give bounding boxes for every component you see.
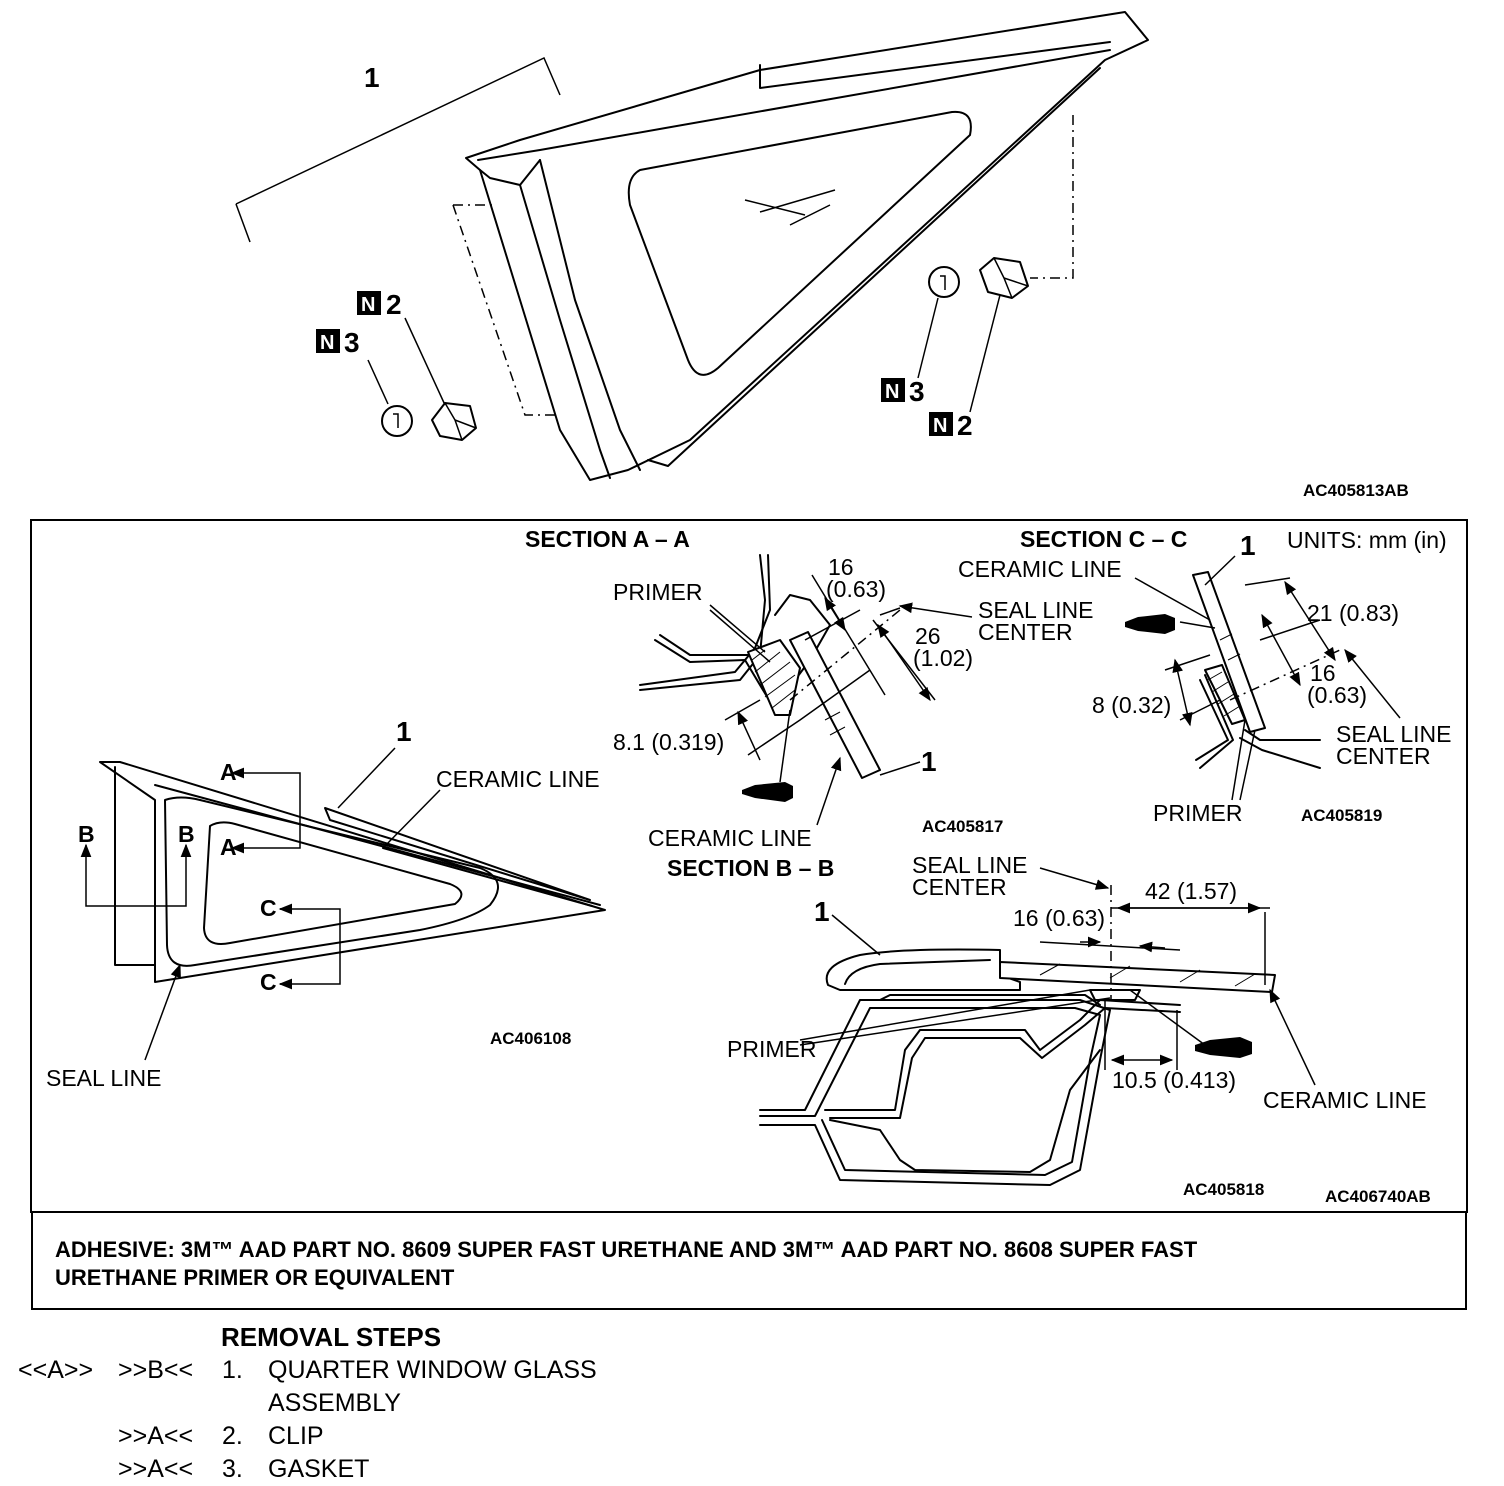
gasket-right-label: 3 bbox=[909, 376, 925, 407]
overview-diagram: 1 CERAMIC LINE SEAL LINE A A B B C C AC4… bbox=[46, 716, 606, 1091]
adhesive-note-box: ADHESIVE: 3M™ AAD PART NO. 8609 SUPER FA… bbox=[31, 1212, 1467, 1310]
section-b-seal-line-center-2: CENTER bbox=[912, 874, 1007, 900]
list-item: >>A<< 2. CLIP bbox=[0, 1422, 800, 1456]
list-item: ASSEMBLY bbox=[0, 1389, 800, 1423]
gasket-left-label: 3 bbox=[344, 327, 360, 358]
section-mark-b-left: B bbox=[78, 821, 95, 847]
section-a-dim-16: 16 bbox=[828, 554, 854, 580]
svg-text:N: N bbox=[933, 415, 947, 437]
step-text: CLIP bbox=[268, 1422, 324, 1450]
step-number: 3. bbox=[222, 1455, 243, 1483]
svg-text:N: N bbox=[320, 332, 334, 354]
section-c-seal-line-center: SEAL LINE bbox=[1336, 721, 1451, 747]
overview-ceramic-line-label: CERAMIC LINE bbox=[436, 766, 600, 792]
section-c-dim-21: 21 (0.83) bbox=[1307, 600, 1399, 626]
step-text: QUARTER WINDOW GLASS bbox=[268, 1356, 597, 1384]
clip-right-label: 2 bbox=[957, 410, 973, 441]
section-a-a: SECTION A – A PRIMER 16 (0.63) SEAL LINE… bbox=[525, 526, 1093, 851]
clip-left-label: 2 bbox=[386, 289, 402, 320]
list-item: <<A>> >>B<< 1. QUARTER WINDOW GLASS bbox=[0, 1356, 800, 1390]
section-b-b: SECTION B – B SEAL LINE CENTER 42 (1.5 bbox=[667, 852, 1427, 1199]
removal-steps: REMOVAL STEPS <<A>> >>B<< 1. QUARTER WIN… bbox=[0, 1322, 800, 1483]
section-b-callout-1: 1 bbox=[814, 896, 830, 927]
clip-left-leader bbox=[452, 204, 560, 416]
section-b-ceramic-line-label: CERAMIC LINE bbox=[1263, 1087, 1427, 1113]
procedure-ref: >>A<< bbox=[118, 1422, 194, 1450]
glass-pane bbox=[627, 110, 972, 376]
section-c-c: SECTION C – C 1 CERAMIC LINE 21 (0.83) 1… bbox=[958, 526, 1451, 826]
svg-text:N: N bbox=[361, 294, 375, 316]
adhesive-cartridge-icon bbox=[742, 782, 793, 802]
section-b-primer-label: PRIMER bbox=[727, 1036, 816, 1062]
section-b-dim-42: 42 (1.57) bbox=[1145, 878, 1237, 904]
gasket-left-icon bbox=[381, 405, 413, 437]
section-c-dim-8: 8 (0.32) bbox=[1092, 692, 1171, 718]
section-a-dim-26: 26 bbox=[915, 623, 941, 649]
leader-1 bbox=[235, 56, 561, 205]
section-c-ceramic-line-label: CERAMIC LINE bbox=[958, 556, 1122, 582]
list-item: >>A<< 3. GASKET bbox=[0, 1455, 800, 1486]
svg-text:N: N bbox=[885, 381, 899, 403]
section-a-callout-1: 1 bbox=[921, 746, 937, 777]
removal-steps-title: REMOVAL STEPS bbox=[221, 1322, 442, 1352]
section-b-dim-10-5: 10.5 (0.413) bbox=[1112, 1067, 1236, 1093]
adhesive-cartridge-icon bbox=[1125, 614, 1175, 634]
procedure-ref: >>A<< bbox=[118, 1455, 194, 1483]
section-a-dim-8-1: 8.1 (0.319) bbox=[613, 729, 724, 755]
new-part-badge bbox=[357, 291, 381, 315]
step-text: GASKET bbox=[268, 1455, 370, 1483]
section-mark-a-top: A bbox=[220, 759, 237, 785]
section-a-dim-26-in: (1.02) bbox=[913, 645, 973, 671]
section-b-dim-16: 16 (0.63) bbox=[1013, 905, 1105, 931]
gasket-right-icon bbox=[928, 266, 960, 298]
new-part-badge bbox=[316, 329, 340, 353]
procedure-ref: >>B<< bbox=[118, 1356, 194, 1384]
adhesive-cartridge-icon bbox=[1195, 1037, 1252, 1058]
section-a-primer-label: PRIMER bbox=[613, 579, 702, 605]
step-text: ASSEMBLY bbox=[268, 1389, 401, 1417]
section-a-title: SECTION A – A bbox=[525, 526, 690, 552]
section-a-seal-line-center-2: CENTER bbox=[978, 619, 1073, 645]
section-a-dim-16-in: (0.63) bbox=[826, 576, 886, 602]
section-mark-a-bottom: A bbox=[220, 834, 237, 860]
new-part-badge bbox=[929, 412, 953, 436]
top-callout-1: 1 bbox=[364, 62, 380, 93]
section-mark-b-right: B bbox=[178, 821, 195, 847]
section-mark-c-bottom: C bbox=[260, 969, 277, 995]
adhesive-note: ADHESIVE: 3M™ AAD PART NO. 8609 SUPER FA… bbox=[55, 1237, 1198, 1290]
overview-callout-1: 1 bbox=[396, 716, 412, 747]
section-b-code: AC405818 bbox=[1183, 1180, 1264, 1199]
section-a-code: AC405817 bbox=[922, 817, 1003, 836]
section-c-code: AC405819 bbox=[1301, 806, 1382, 825]
section-c-dim-16: 16 bbox=[1310, 660, 1336, 686]
detail-panel-frame bbox=[30, 519, 1468, 1213]
step-number: 1. bbox=[222, 1356, 243, 1384]
section-c-title: SECTION C – C bbox=[1020, 526, 1187, 552]
section-a-ceramic-line-label: CERAMIC LINE bbox=[648, 825, 812, 851]
top-figure: 1 N 2 N 3 N 3 N 2 AC405813AB bbox=[235, 11, 1409, 500]
procedure-ref: <<A>> bbox=[18, 1356, 94, 1384]
step-number: 2. bbox=[222, 1422, 243, 1450]
section-b-seal-line-center: SEAL LINE bbox=[912, 852, 1027, 878]
section-c-callout-1: 1 bbox=[1240, 530, 1256, 561]
clip-left-icon bbox=[431, 402, 477, 441]
clip-right-leader bbox=[1030, 115, 1074, 279]
section-mark-c-top: C bbox=[260, 895, 277, 921]
overview-code: AC406108 bbox=[490, 1029, 571, 1048]
section-c-dim-16-in: (0.63) bbox=[1307, 682, 1367, 708]
section-b-title: SECTION B – B bbox=[667, 855, 834, 881]
panel-code: AC406740AB bbox=[1325, 1187, 1431, 1206]
seal-line-label: SEAL LINE bbox=[46, 1065, 161, 1091]
section-a-seal-line-center: SEAL LINE bbox=[978, 597, 1093, 623]
section-c-primer-label: PRIMER bbox=[1153, 800, 1242, 826]
figure-code-top: AC405813AB bbox=[1303, 481, 1409, 500]
section-c-seal-line-center-2: CENTER bbox=[1336, 743, 1431, 769]
units-label: UNITS: mm (in) bbox=[1287, 527, 1447, 553]
new-part-badge bbox=[881, 378, 905, 402]
